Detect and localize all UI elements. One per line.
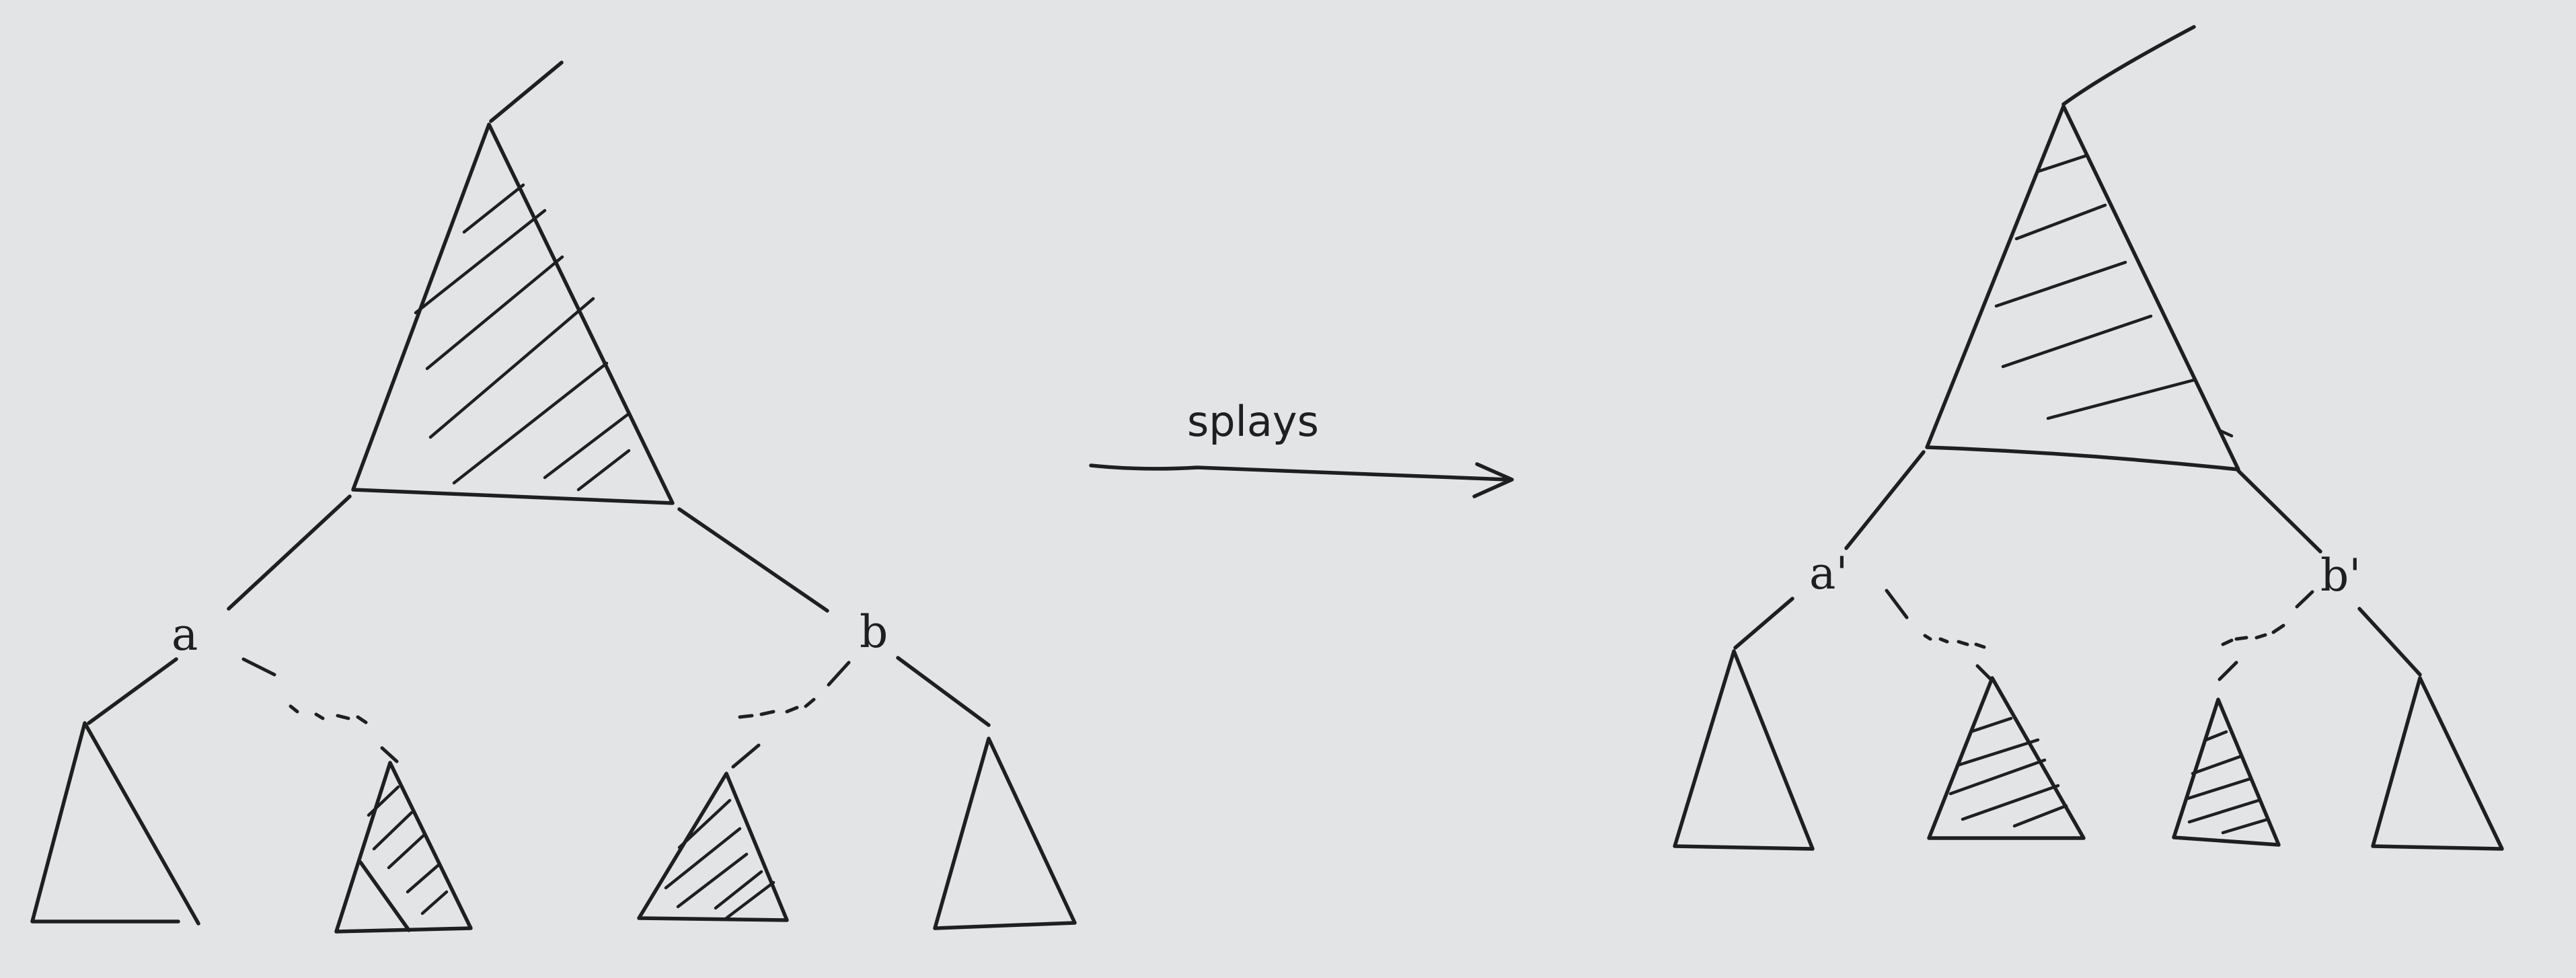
root-parent-edge-after — [2061, 25, 2196, 106]
subtree-b-prime-right — [2371, 676, 2504, 851]
arrow-shaft — [1089, 463, 1510, 482]
subtree-a-prime-right — [1927, 676, 2086, 840]
subtree-b-left-hatching — [664, 798, 775, 920]
edge-to-a — [227, 494, 352, 611]
arrow-label: splays — [1187, 397, 1319, 446]
node-b-prime-label: b' — [2320, 550, 2361, 601]
top-subtree-hatching — [414, 183, 631, 492]
edge-a-left — [87, 657, 178, 725]
edge-b-left-dashed — [731, 661, 851, 769]
arrow-head — [1472, 462, 1514, 498]
subtree-b-right — [933, 737, 1077, 930]
tree-before: a b — [30, 61, 1077, 934]
edge-b-prime-left-dashed — [2218, 590, 2314, 681]
top-subtree-hatching-after — [1994, 154, 2234, 438]
subtree-a-right — [334, 761, 473, 934]
tree-after: a' b' — [1673, 25, 2504, 851]
edge-a-prime-right-dashed — [1885, 589, 1993, 681]
edge-b-right — [896, 656, 991, 727]
splay-arrow: splays — [1089, 397, 1514, 498]
edge-b-prime-right — [2357, 607, 2422, 677]
edge-a-right-dashed — [241, 657, 399, 763]
top-subtree-triangle — [351, 122, 675, 505]
subtree-b-prime-left — [2172, 698, 2281, 847]
subtree-a-prime-right-hatching — [1948, 716, 2068, 828]
node-b-label: b — [860, 606, 888, 658]
root-parent-edge — [489, 61, 564, 123]
subtree-a-left — [30, 721, 200, 926]
edge-to-b-prime — [2236, 469, 2322, 554]
edge-to-a-prime — [1844, 450, 1926, 550]
subtree-a-right-hatching — [367, 785, 449, 915]
subtree-a-prime-left — [1673, 649, 1815, 851]
node-a-label: a — [172, 609, 198, 661]
subtree-a-right-split — [358, 860, 411, 932]
node-a-prime-label: a' — [1809, 548, 1848, 599]
top-subtree-triangle-after — [1925, 104, 2240, 472]
edge-a-prime-left — [1733, 597, 1794, 650]
subtree-b-left — [637, 772, 789, 922]
edge-to-b — [677, 507, 829, 613]
subtree-b-prime-left-hatching — [2184, 730, 2270, 835]
